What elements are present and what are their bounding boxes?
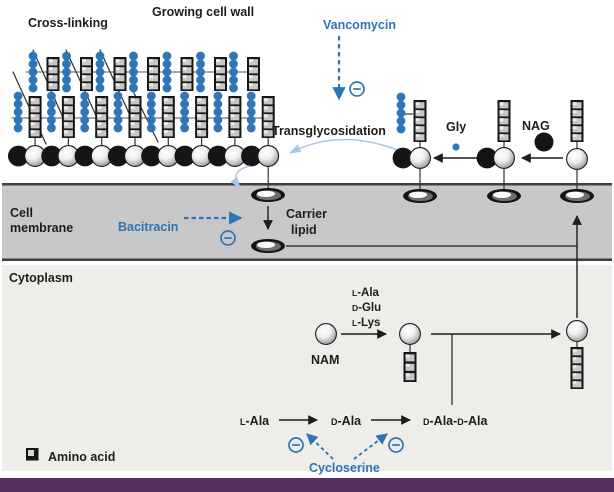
carrier-lipid-icon xyxy=(251,188,285,202)
vancomycin-label: Vancomycin xyxy=(323,18,396,32)
cycloserine-label: Cycloserine xyxy=(309,461,380,475)
glycine-chain-icon xyxy=(62,51,71,93)
peptide-chain-icon xyxy=(128,96,142,138)
transglycosidation-label: Transglycosidation xyxy=(272,124,386,138)
carrier-lipid-release-arrow xyxy=(230,165,251,189)
d-ala-label: D-Ala xyxy=(331,414,362,428)
peptide-chain-icon xyxy=(247,57,260,91)
glycine-chain-icon xyxy=(162,51,172,93)
glycine-chain-icon xyxy=(396,92,406,134)
glycine-chain-icon xyxy=(246,91,256,133)
inhibition-icon xyxy=(349,81,365,97)
cell-membrane-label-line2: membrane xyxy=(10,221,73,235)
peptide-chain-icon xyxy=(214,57,227,91)
peptide-chain-icon xyxy=(180,57,194,91)
carrier-lipid-icon xyxy=(251,239,285,253)
glycine-chain-icon xyxy=(129,51,138,93)
amino-acid-legend-label: Amino acid xyxy=(48,450,115,464)
peptide-chain-icon xyxy=(570,100,584,142)
glycine-chain-icon xyxy=(13,91,23,133)
membrane-outer-border xyxy=(2,183,612,186)
carrier-lipid-icon xyxy=(487,189,521,203)
cycloserine-inhibition-arrow-right xyxy=(353,433,388,460)
nam-sugar-icon xyxy=(566,320,588,342)
peptide-chain-icon xyxy=(95,96,109,138)
nam-sugar-icon xyxy=(399,323,421,345)
nam-sugar-icon xyxy=(566,148,588,170)
glycan-backbone-row xyxy=(8,145,280,167)
nag-label: NAG xyxy=(522,119,550,133)
pentapeptide-chain-icon xyxy=(570,347,584,389)
peptide-chain-icon xyxy=(46,57,60,91)
nam-sugar-icon xyxy=(315,323,337,345)
transglycosidation-arrow xyxy=(288,138,401,154)
l-ala-label: L-Ala xyxy=(240,414,270,428)
d-ala-d-ala-label: D-Ala-D-Ala xyxy=(423,414,488,428)
residue-l-lys-label: L-Lys xyxy=(352,317,380,329)
tripeptide-chain-icon xyxy=(403,352,417,382)
peptide-chain-icon xyxy=(413,100,427,142)
glycine-chain-icon xyxy=(180,91,189,133)
peptide-chain-icon xyxy=(497,100,511,142)
nam-label: NAM xyxy=(311,353,339,367)
growing-cell-wall-label: Growing cell wall xyxy=(152,5,254,19)
glycine-chain-icon xyxy=(229,51,238,93)
glycine-chain-icon xyxy=(213,91,223,133)
cross-linking-label: Cross-linking xyxy=(28,16,108,30)
glycine-chain-icon xyxy=(28,51,38,93)
membrane-precursor-units xyxy=(392,92,594,203)
nam-sugar-icon xyxy=(257,145,280,167)
nam-sugar-icon xyxy=(493,147,515,169)
cell-membrane-label-line1: Cell xyxy=(10,206,33,220)
carrier-lipid-icon xyxy=(403,189,437,203)
membrane-inner-border xyxy=(2,258,612,261)
legend xyxy=(26,448,39,461)
growing-cell-wall-lattice xyxy=(8,49,280,191)
nag-sugar-icon xyxy=(534,132,554,152)
glycine-chain-icon xyxy=(80,91,90,133)
cytoplasm-pathway xyxy=(279,320,588,425)
carrier-lipid-label-line2: lipid xyxy=(291,223,317,237)
carrier-lipid-label-line1: Carrier xyxy=(286,207,327,221)
peptide-chain-icon xyxy=(113,57,127,91)
glycine-chain-icon xyxy=(146,91,156,133)
cytoplasm-label: Cytoplasm xyxy=(9,271,73,285)
glycine-chain-icon xyxy=(47,91,56,133)
peptide-chain-icon xyxy=(28,96,42,138)
residue-d-glu-label: D-Glu xyxy=(352,302,381,314)
gly-label: Gly xyxy=(446,120,466,134)
glycine-bead-icon xyxy=(452,143,460,151)
carrier-lipid-icon xyxy=(560,189,594,203)
carrier-lipid-cycle xyxy=(251,188,582,318)
residue-l-ala-label: L-Ala xyxy=(352,287,380,299)
peptide-chain-icon xyxy=(161,96,175,138)
nam-sugar-icon xyxy=(409,147,431,169)
peptide-chain-icon xyxy=(195,96,209,138)
glycine-chain-icon xyxy=(196,51,205,93)
sugar-peptide-stalks xyxy=(34,137,269,191)
footer-bar xyxy=(0,478,614,492)
cytoplasm-region xyxy=(2,265,612,471)
peptide-chain-icon xyxy=(228,96,242,138)
peptide-chain-icon xyxy=(61,96,75,138)
peptide-chain-icon xyxy=(80,57,93,91)
peptide-chain-icon xyxy=(147,57,160,91)
drug-annotations xyxy=(184,36,404,460)
bacitracin-label: Bacitracin xyxy=(118,220,178,234)
amino-acid-icon-highlight xyxy=(28,450,34,456)
glycine-chain-icon xyxy=(95,51,105,93)
glycine-chain-icon xyxy=(113,91,123,133)
